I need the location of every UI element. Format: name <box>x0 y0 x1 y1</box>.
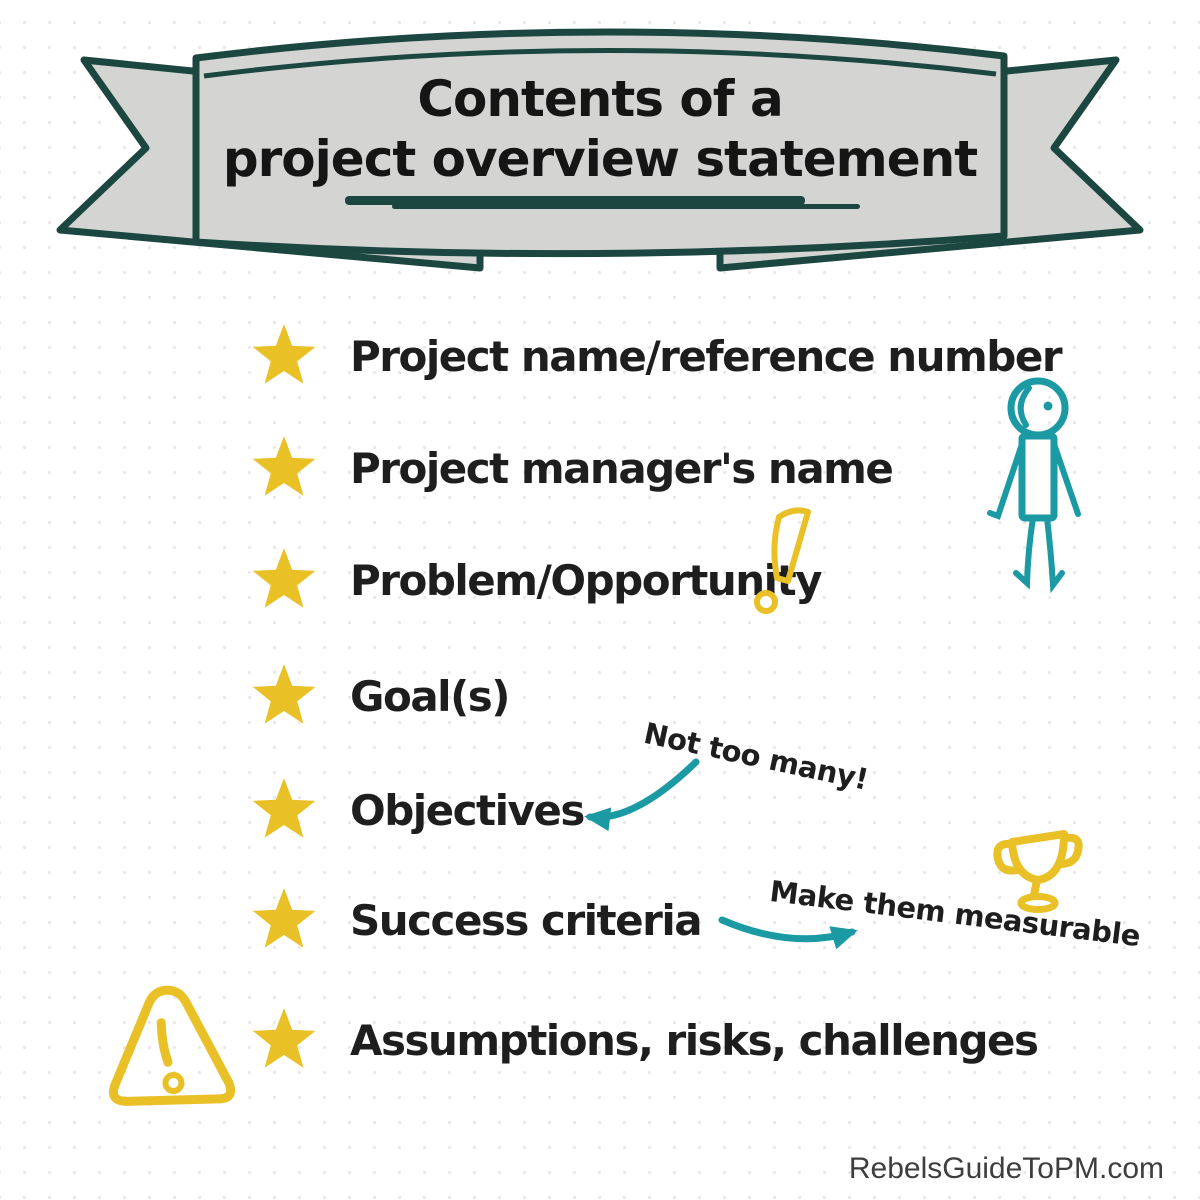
title-underline <box>345 196 805 205</box>
objectives-annotation: Not too many! <box>640 716 872 797</box>
star-icon <box>252 889 316 948</box>
list-item-label: Success criteria <box>350 895 703 945</box>
star-icon <box>252 1009 316 1068</box>
list-item-label: Assumptions, risks, challenges <box>350 1015 1039 1065</box>
star-icon <box>252 325 316 384</box>
ribbon-inner-edge <box>203 47 997 79</box>
warning-triangle-icon <box>108 985 236 1106</box>
list-item-label: Project name/reference number <box>350 331 1063 381</box>
list-item-label: Problem/Opportunity <box>350 555 823 605</box>
title-underline-2 <box>392 204 860 209</box>
trophy-icon <box>993 830 1083 913</box>
star-icon <box>252 779 316 838</box>
objectives-arrow <box>584 758 700 832</box>
banner-title-line1: Contents of a <box>417 70 783 128</box>
list-item: Goal(s) <box>252 661 510 731</box>
list-item-label: Project manager's name <box>350 443 894 493</box>
list-item: Project name/reference number <box>252 321 1063 391</box>
list-item-label: Goal(s) <box>350 671 510 721</box>
list-item: Problem/Opportunity <box>252 545 823 615</box>
success-annotation: Make them measurable <box>767 874 1143 954</box>
list-item: Objectives <box>252 775 585 845</box>
success-arrow <box>718 916 858 950</box>
star-icon <box>252 549 316 608</box>
list-item-label: Objectives <box>350 785 585 835</box>
list-item: Success criteria <box>252 885 703 955</box>
banner-title-line2: project overview statement <box>222 130 978 188</box>
list-item: Assumptions, risks, challenges <box>252 1005 1039 1075</box>
star-icon <box>252 437 316 496</box>
star-icon <box>252 665 316 724</box>
stick-figure <box>987 377 1081 594</box>
list-item: Project manager's name <box>252 433 894 503</box>
watermark: RebelsGuideToPM.com <box>848 1152 1164 1185</box>
